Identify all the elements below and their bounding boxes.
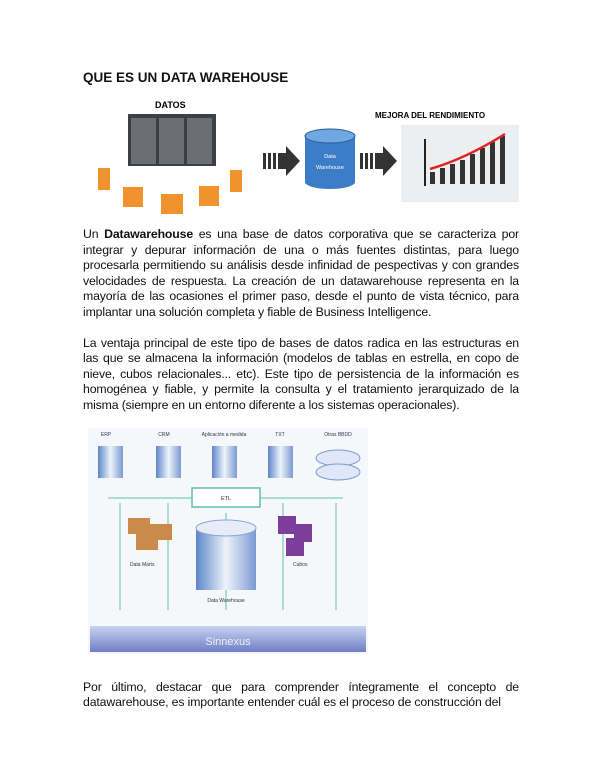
source-label-other-db: Otras BBDD [324, 432, 352, 438]
datawarehouse-overview-figure: DATOS Data Warehouse M [98, 100, 519, 214]
sinnexus-brand: Sinnexus [205, 636, 251, 648]
source-label-app: Aplicación a medida [202, 432, 247, 438]
sinnexus-bar [90, 625, 366, 652]
data-warehouse-label: Data Warehouse [207, 598, 245, 604]
arrow-right-icon [360, 146, 397, 176]
svg-text:Warehouse: Warehouse [316, 165, 344, 171]
paragraph-conclusion: Por último, destacar que para comprender… [83, 679, 519, 710]
svg-text:Data: Data [324, 154, 337, 160]
datawarehouse-term: Datawarehouse [104, 227, 194, 241]
etl-box [191, 486, 261, 508]
performance-label: MEJORA DEL RENDIMIENTO [375, 111, 485, 120]
data-warehouse-cylinder-icon: Data Warehouse [304, 128, 356, 189]
growth-chart-image [401, 125, 519, 202]
source-label-txt: TXT [275, 432, 284, 438]
datawarehouse-architecture-diagram: ERP CRM Aplicación a medida TXT Otras BB… [88, 427, 368, 654]
etl-label: ETL [221, 496, 231, 502]
folder-icons [98, 168, 242, 214]
source-label-crm: CRM [158, 432, 169, 438]
server-rack-icon [128, 114, 216, 166]
arrow-right-icon [263, 146, 300, 176]
data-warehouse-cylinder-icon [195, 519, 257, 590]
page-title: QUE ES UN DATA WAREHOUSE [83, 70, 289, 85]
data-marts-label: Data Marts [130, 562, 155, 568]
source-label-erp: ERP [101, 432, 112, 438]
paragraph-definition: Un Datawarehouse es una base de datos co… [83, 227, 519, 319]
datos-label: DATOS [155, 100, 186, 110]
cubes-label: Cubos [293, 562, 308, 568]
paragraph-advantages: La ventaja principal de este tipo de bas… [83, 335, 519, 412]
data-marts-icon [128, 517, 172, 550]
cubes-icon [278, 515, 312, 556]
source-database-icons [98, 445, 361, 481]
